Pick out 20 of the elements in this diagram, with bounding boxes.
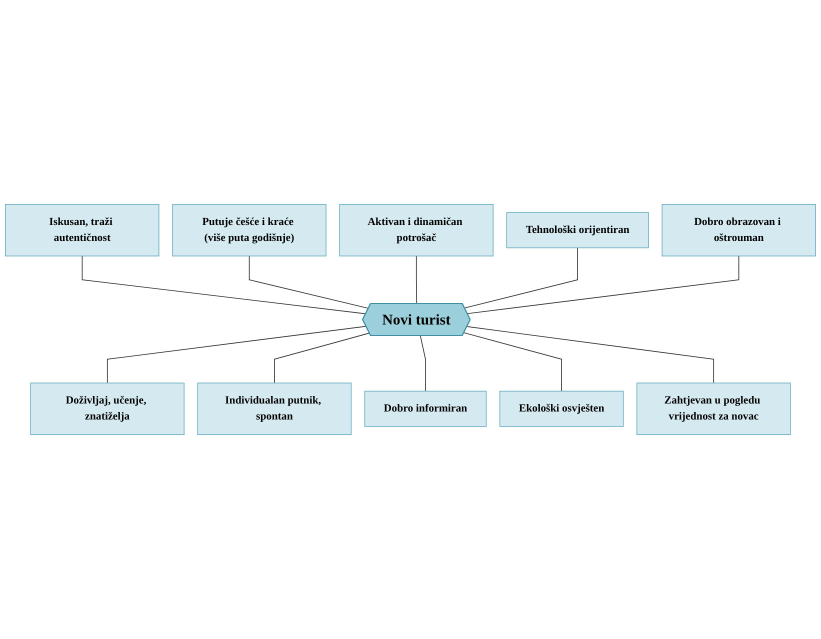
connector [82,256,366,314]
connector [466,256,740,314]
connector [274,332,370,384]
node-box: Doživljaj, učenje, znatiželja [30,382,184,435]
connector [106,326,367,384]
connector [466,326,714,384]
connector [464,332,562,392]
connector [416,256,418,304]
connector [420,335,426,392]
node-box: Individualan putnik, spontan [197,382,352,435]
node-box: Zahtjevan u pogledu vrijednost za novac [636,382,791,435]
node-box: Putuje češće i kraće (više puta godišnje) [172,204,326,256]
node-box: Dobro obrazovan i oštrouman [662,204,816,256]
node-box: Dobro informiran [364,390,487,427]
node-box: Aktivan i dinamičan potrošač [339,204,494,256]
node-box: Tehnološki orijentiran [506,212,649,248]
node-box: Iskusan, traži autentičnost [5,204,160,256]
connector [464,247,578,308]
connector [248,256,369,309]
node-box: Ekološki osvješten [499,390,624,427]
